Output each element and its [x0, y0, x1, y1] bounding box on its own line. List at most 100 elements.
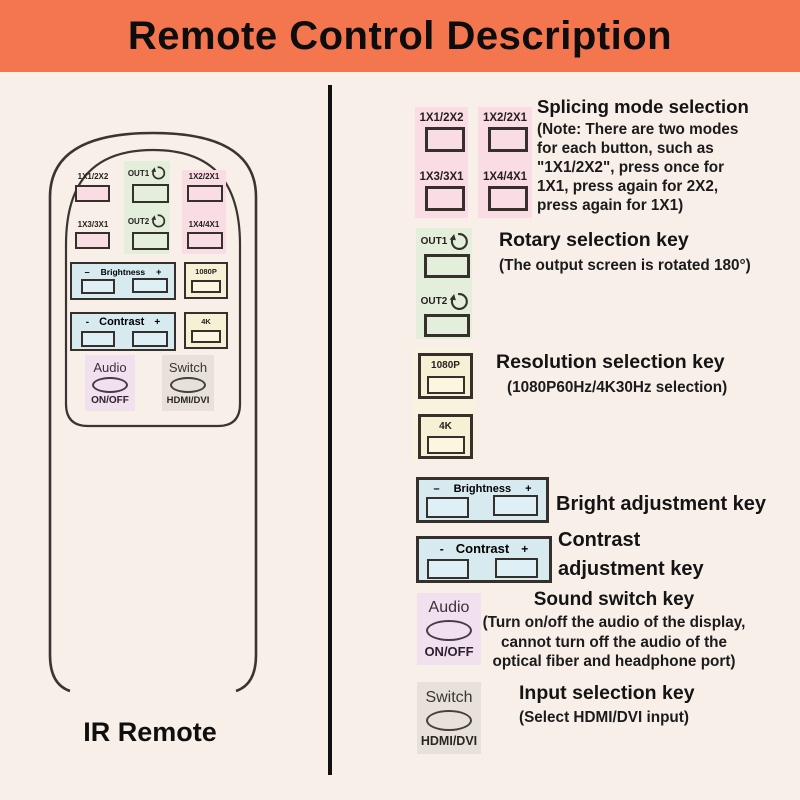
rotary-out1-label: OUT1 [420, 235, 448, 247]
splicing-note-line: "1X1/2X2", press once for [537, 159, 725, 176]
rotate-icon [448, 291, 469, 312]
splicing-title: Splicing mode selection [537, 96, 749, 117]
remote-out2-label-row: OUT2 [125, 212, 169, 230]
splicing-note-line: for each button, such as [537, 140, 714, 157]
sound-audio-key: Audio ON/OFF [417, 593, 481, 665]
splicing-key-3-label: 1X3/3X1 [419, 171, 464, 183]
remote-outline-drawing [48, 131, 258, 693]
resolution-4k-button [427, 436, 465, 454]
rotate-icon [150, 213, 166, 229]
resolution-1080p-key: 1080P [418, 353, 473, 399]
brightness-minus: – [84, 267, 90, 277]
input-switch-state: HDMI/DVI [420, 733, 478, 748]
header-banner: Remote Control Description [0, 0, 800, 72]
contrast-sec-plus-button [495, 558, 538, 578]
splicing-key-1-label: 1X1/2X2 [419, 112, 464, 124]
resolution-1080p-label: 1080P [431, 360, 460, 371]
bright-label: Brightness [453, 483, 512, 495]
bright-title: Bright adjustment key [556, 493, 767, 515]
contrast-title-line2: adjustment key [558, 558, 704, 580]
resolution-4k-label: 4K [439, 421, 452, 432]
rotary-out2-label: OUT2 [420, 295, 448, 307]
remote-keypad-outline [64, 148, 242, 428]
resolution-title: Resolution selection key [496, 351, 725, 373]
sound-audio-label: Audio [428, 599, 470, 616]
splicing-key-3-button [425, 186, 465, 211]
remote-4k-panel: 4K [184, 312, 228, 349]
rotary-note: (The output screen is rotated 180°) [499, 257, 751, 274]
remote-key-1x1-button [75, 185, 110, 202]
bright-plus-button [493, 495, 538, 516]
splicing-note-line: 1X1, press again for 2X2, [537, 178, 719, 195]
brightness-plus: + [156, 267, 162, 277]
remote-key-1x3-button [75, 232, 110, 249]
sound-note: (Turn on/off the audio of the display, c… [478, 613, 750, 672]
remote-body-outline [48, 131, 258, 693]
contrast-panel: - Contrast + [416, 536, 552, 583]
bright-panel: – Brightness + [416, 477, 549, 523]
bright-minus-button [426, 497, 469, 518]
remote-contrast-panel: - Contrast + [70, 312, 176, 351]
contrast-sec-label: Contrast [455, 541, 510, 556]
sound-note-line: cannot turn off the audio of the [500, 633, 728, 651]
sound-note-line: (Turn on/off the audio of the display, [482, 614, 746, 631]
vertical-divider [328, 85, 332, 775]
audio-label: Audio [93, 360, 127, 375]
remote-switch-key: Switch HDMI/DVI [162, 355, 214, 411]
sound-note-line: optical fiber and headphone port) [492, 653, 736, 670]
remote-key-1x4-button [187, 232, 223, 249]
remote-out1-button [132, 184, 169, 203]
contrast-sec-plus: + [521, 541, 529, 556]
splicing-note-line: (Note: There are two modes [537, 121, 739, 138]
contrast-sec-minus-button [427, 559, 469, 579]
remote-key-1x3-label: 1X3/3X1 [77, 220, 109, 229]
remote-out1-label-row: OUT1 [125, 164, 169, 182]
resolution-note: (1080P60Hz/4K30Hz selection) [507, 379, 728, 396]
contrast-title-line1: Contrast [558, 529, 641, 551]
rotary-out2-row: OUT2 [418, 290, 472, 312]
switch-label: Switch [168, 360, 208, 375]
audio-oval-button [92, 377, 128, 393]
rotate-icon [448, 231, 469, 252]
resolution-1080p-button [427, 376, 465, 394]
input-note: (Select HDMI/DVI input) [519, 709, 689, 726]
contrast-sec-minus: - [439, 541, 444, 556]
remote-key-1x2-button [187, 185, 223, 202]
contrast-minus: - [85, 316, 90, 328]
remote-brightness-panel: – Brightness + [70, 262, 176, 300]
splicing-key-2-button [488, 127, 528, 152]
input-switch-label: Switch [425, 688, 473, 706]
remote-audio-key: Audio ON/OFF [85, 355, 135, 411]
remote-out1-label: OUT1 [127, 168, 150, 178]
input-title: Input selection key [519, 682, 695, 704]
splicing-note: (Note: There are two modes for each butt… [537, 120, 738, 215]
remote-1080p-panel: 1080P [184, 262, 228, 299]
input-switch-key: Switch HDMI/DVI [417, 682, 481, 754]
remote-1080p-button [191, 280, 221, 293]
brightness-minus-button [81, 279, 115, 294]
remote-out2-label: OUT2 [127, 216, 150, 226]
audio-state-label: ON/OFF [91, 395, 129, 406]
splicing-key-1-button [425, 127, 465, 152]
rotary-title: Rotary selection key [499, 229, 689, 251]
brightness-plus-button [132, 278, 168, 293]
remote-key-1x1-label: 1X1/2X2 [77, 172, 109, 181]
input-switch-oval-button [426, 709, 472, 731]
sound-title: Sound switch key [533, 589, 695, 610]
page-title: Remote Control Description [127, 13, 673, 58]
sound-text-block: Sound switch key (Turn on/off the audio … [478, 589, 750, 672]
bright-plus: + [525, 483, 532, 495]
bright-minus: – [433, 483, 440, 495]
remote-4k-label: 4K [201, 317, 211, 326]
remote-key-1x2-label: 1X2/2X1 [188, 172, 220, 181]
rotate-icon [150, 165, 166, 181]
rotary-out1-button [424, 254, 470, 278]
resolution-4k-key: 4K [418, 414, 473, 459]
remote-4k-button [191, 330, 221, 343]
contrast-plus: + [154, 316, 161, 328]
splicing-note-line: press again for 1X1) [537, 197, 684, 214]
remote-key-1x4-label: 1X4/4X1 [188, 220, 220, 229]
sound-audio-oval-button [426, 620, 472, 641]
contrast-label: Contrast [99, 316, 145, 328]
